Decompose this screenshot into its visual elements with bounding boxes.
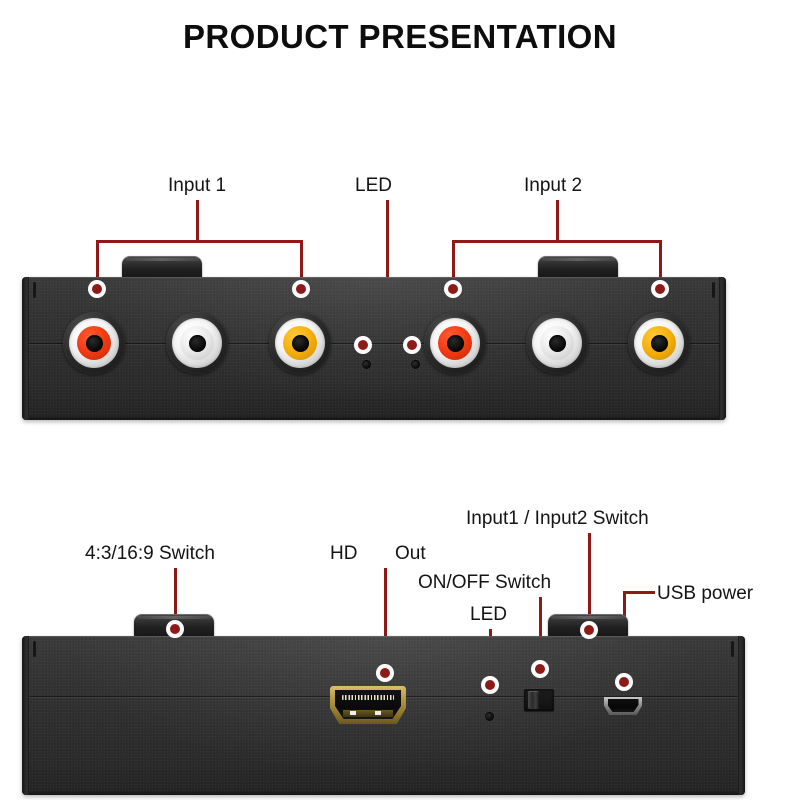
hdmi-out-port[interactable]: [330, 686, 406, 724]
rca-color-band-red: [77, 326, 111, 360]
rca-center-hole: [548, 334, 566, 352]
rca-ring: [634, 318, 684, 368]
rca-jack-input2-yellow[interactable]: [628, 312, 690, 374]
top-device-seam: [29, 343, 719, 344]
rca-jack-input2-white[interactable]: [526, 312, 588, 374]
slide-switch-lever[interactable]: [528, 691, 539, 709]
leader-stem-hd-out: [384, 568, 387, 673]
rca-color-band-yellow: [283, 326, 317, 360]
callout-dot-input2-left: [444, 280, 462, 298]
rca-ring: [275, 318, 325, 368]
callout-label-led-top: LED: [355, 175, 392, 196]
bottom-device-corner-nick-left: [33, 641, 36, 657]
callout-dot-input-select: [580, 621, 598, 639]
callout-label-hd: HD: [330, 543, 358, 564]
callout-label-input-2: Input 2: [524, 175, 583, 196]
rca-center-hole: [291, 334, 309, 352]
top-device-body: [22, 277, 726, 420]
leader-stem-input-2: [556, 200, 559, 242]
callout-dot-led-right: [403, 336, 421, 354]
rca-center-hole: [446, 334, 464, 352]
leader-leg-input-2-left: [452, 240, 455, 288]
leader-stem-on-off-switch: [539, 597, 542, 669]
callout-dot-input2-right: [651, 280, 669, 298]
leader-stem-aspect-switch: [174, 568, 177, 629]
rca-center-hole: [188, 334, 206, 352]
callout-dot-input1-left: [88, 280, 106, 298]
power-slide-switch[interactable]: [524, 689, 554, 711]
top-device-corner-nick-left: [33, 282, 36, 298]
rca-ring: [69, 318, 119, 368]
callout-label-out: Out: [395, 543, 426, 564]
callout-dot-on-off-switch: [531, 660, 549, 678]
rca-color-band-yellow: [642, 326, 676, 360]
leader-leg-input-2-right: [659, 240, 662, 288]
bottom-device-corner-nick-right: [731, 641, 734, 657]
callout-dot-aspect-switch: [166, 620, 184, 638]
rca-jack-input1-white[interactable]: [166, 312, 228, 374]
rca-ring: [172, 318, 222, 368]
micro-usb-cavity: [607, 699, 639, 712]
callout-dot-input1-right: [292, 280, 310, 298]
bottom-device-right-bevel: [738, 636, 745, 795]
leader-stem-input-1: [196, 200, 199, 242]
rca-center-hole: [85, 334, 103, 352]
callout-label-on-off-switch: ON/OFF Switch: [418, 572, 552, 593]
callout-label-usb-power: USB power: [657, 583, 754, 604]
leader-elbow-bar-usb-power: [623, 591, 655, 594]
callout-label-aspect-switch: 4:3/16:9 Switch: [85, 543, 215, 564]
callout-dot-led-left: [354, 336, 372, 354]
rca-color-band-white: [180, 326, 214, 360]
rca-center-hole: [650, 334, 668, 352]
callout-dot-hd-out: [376, 664, 394, 682]
rca-color-band-white: [540, 326, 574, 360]
callout-dot-usb-power: [615, 673, 633, 691]
micro-usb-power-port[interactable]: [604, 697, 642, 715]
leader-stem-input-select: [588, 533, 591, 630]
leader-leg-input-1-right: [300, 240, 303, 288]
rca-jack-input1-red[interactable]: [63, 312, 125, 374]
bottom-device-body: [22, 636, 745, 795]
top-device-knob-left: [122, 256, 202, 280]
callout-label-input-select-switch: Input1 / Input2 Switch: [466, 508, 649, 529]
top-device-right-bevel: [719, 277, 726, 420]
rca-ring: [430, 318, 480, 368]
callout-label-input-1: Input 1: [168, 175, 227, 196]
led-pinhole-2: [411, 360, 420, 369]
led-pinhole-1: [362, 360, 371, 369]
leader-bar-input-1: [96, 240, 303, 243]
hdmi-pin-contacts: [342, 695, 394, 700]
hdmi-port-cavity: [335, 690, 401, 719]
rca-color-band-red: [438, 326, 472, 360]
hdmi-tongue: [343, 710, 393, 717]
callout-label-led-bottom: LED: [470, 604, 507, 625]
rca-jack-input1-yellow[interactable]: [269, 312, 331, 374]
top-device-knob-right: [538, 256, 618, 280]
callout-dot-led-bottom: [481, 676, 499, 694]
rca-jack-input2-red[interactable]: [424, 312, 486, 374]
bottom-device-left-bevel: [22, 636, 29, 795]
top-device-corner-nick-right: [712, 282, 715, 298]
leader-leg-input-1-left: [96, 240, 99, 288]
led-pinhole-bottom: [485, 712, 494, 721]
page-title: PRODUCT PRESENTATION: [183, 18, 617, 55]
rca-ring: [532, 318, 582, 368]
top-device-left-bevel: [22, 277, 29, 420]
leader-stem-led-top: [386, 200, 389, 312]
leader-bar-input-2: [452, 240, 660, 243]
